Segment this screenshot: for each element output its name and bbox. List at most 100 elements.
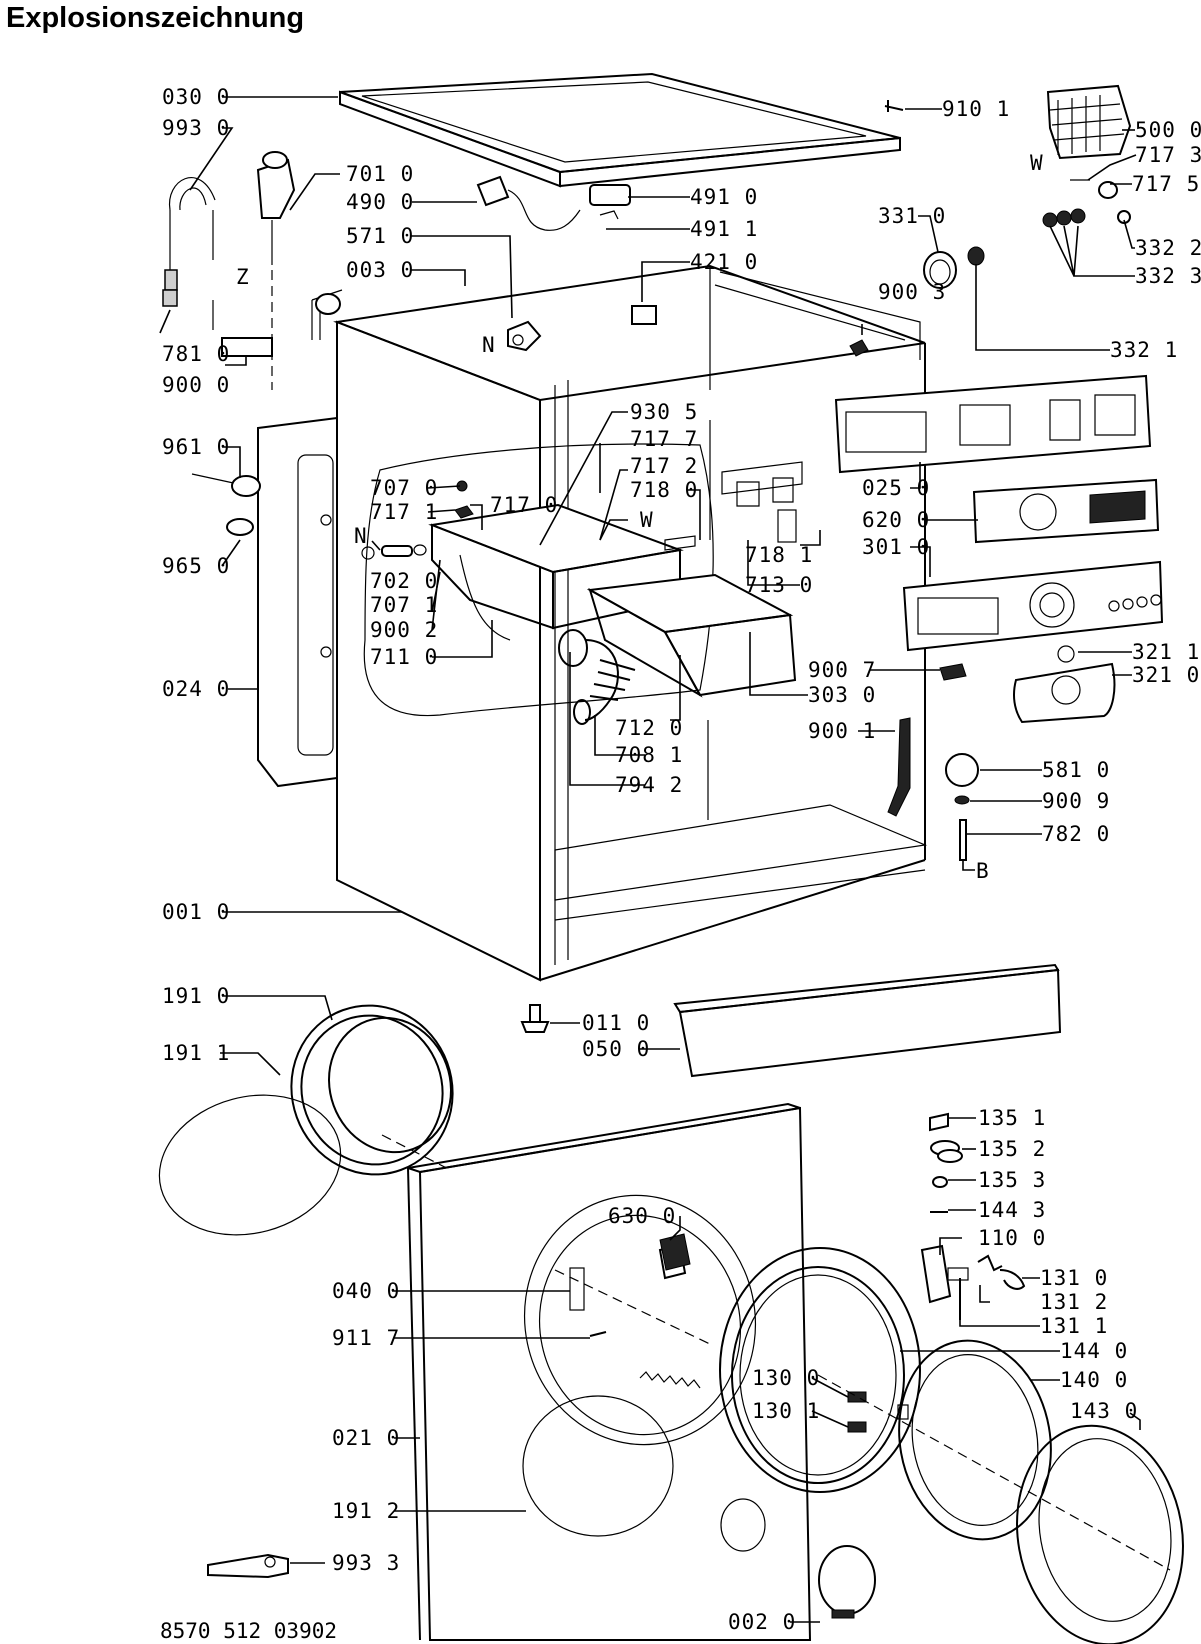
part-label: 718 0 (630, 478, 698, 502)
part-label: 491 1 (690, 217, 758, 241)
ref-letter: Z (236, 265, 250, 289)
part-label: 191 2 (332, 1499, 400, 1523)
service-tool-part (207, 1553, 289, 1579)
part-label: 003 0 (346, 258, 414, 282)
part-label: 332 1 (1110, 338, 1178, 362)
part-label: 900 1 (808, 719, 876, 743)
door-ring-part (1016, 1424, 1184, 1644)
door-glass-part (817, 1339, 1171, 1571)
part-label: 025 0 (862, 476, 930, 500)
part-label: 717 0 (490, 493, 558, 517)
shock-absorber-part (191, 473, 261, 536)
part-label: 135 1 (978, 1106, 1046, 1130)
handle-part (920, 1244, 969, 1304)
ref-letter: N (354, 524, 368, 548)
part-label: 900 9 (1042, 789, 1110, 813)
catch-parts (959, 1254, 1026, 1320)
hinge-small-parts (929, 1112, 963, 1213)
ref-letter: W (640, 508, 654, 532)
part-label: 910 1 (942, 97, 1010, 121)
part-label: 711 0 (370, 645, 438, 669)
relay-part (631, 305, 657, 325)
part-label: 030 0 (162, 85, 230, 109)
part-label: 331 0 (878, 204, 946, 228)
part-label: 490 0 (346, 190, 414, 214)
top-cover-part (339, 72, 901, 188)
electronic-module-part (972, 478, 1160, 544)
ref-letter: N (482, 333, 496, 357)
part-label: 965 0 (162, 554, 230, 578)
leader-lines (159, 96, 1141, 1623)
part-label: 131 2 (1040, 1290, 1108, 1314)
part-label: 332 3 (1135, 264, 1201, 288)
inlet-parts (162, 151, 343, 390)
part-label: 135 2 (978, 1137, 1046, 1161)
part-label: 900 7 (808, 658, 876, 682)
part-label: 900 2 (370, 618, 438, 642)
part-label: 130 1 (752, 1399, 820, 1423)
part-label: 001 0 (162, 900, 230, 924)
part-label: 911 7 (332, 1326, 400, 1350)
mains-lead-part (476, 175, 581, 231)
part-label: 993 0 (162, 116, 230, 140)
clip-part (454, 505, 474, 519)
suppressor-part (589, 184, 631, 220)
clip-part (939, 663, 967, 681)
clip-part (849, 339, 869, 357)
part-label: 717 7 (630, 427, 698, 451)
screw-part (589, 1331, 607, 1337)
door-spring-part (639, 1371, 701, 1389)
part-label: 050 0 (582, 1037, 650, 1061)
part-label: 421 0 (690, 250, 758, 274)
part-label: 702 0 (370, 569, 438, 593)
part-label: 011 0 (582, 1011, 650, 1035)
door-seal-part (158, 1004, 471, 1236)
part-label: 140 0 (1060, 1368, 1128, 1392)
knob-plate-part (1013, 645, 1116, 724)
dispenser-box-part (428, 503, 684, 641)
drawer-part (586, 573, 797, 698)
part-label: 718 1 (745, 543, 813, 567)
part-label: 707 0 (370, 476, 438, 500)
ref-letter: W (1030, 151, 1044, 175)
control-panel-frame-part (834, 374, 1152, 474)
part-label: 701 0 (346, 162, 414, 186)
part-label: 993 3 (332, 1551, 400, 1575)
ref-letter: B (976, 859, 990, 883)
part-label: 620 0 (862, 508, 930, 532)
knob-part (923, 246, 985, 289)
part-label: 131 1 (1040, 1314, 1108, 1338)
part-label: 321 1 (1132, 640, 1200, 664)
reference-letters: Z N N W W B (236, 151, 1044, 883)
part-label: 900 3 (878, 280, 946, 304)
page-title: Explosionszeichnung (6, 2, 305, 34)
part-label: 717 1 (370, 500, 438, 524)
part-label: 040 0 (332, 1279, 400, 1303)
pipe-part (361, 544, 427, 560)
fascia-panel-part (902, 560, 1164, 652)
part-label: 303 0 (808, 683, 876, 707)
part-label: 930 5 (630, 400, 698, 424)
part-label: 717 5 (1132, 172, 1200, 196)
sensor-part (945, 753, 979, 861)
document-number: 8570 512 03902 (160, 1619, 337, 1643)
part-label: 110 0 (978, 1226, 1046, 1250)
part-label: 581 0 (1042, 758, 1110, 782)
part-label: 717 3 (1135, 143, 1201, 167)
part-label: 144 3 (978, 1198, 1046, 1222)
part-label: 713 0 (745, 573, 813, 597)
part-label: 782 0 (1042, 822, 1110, 846)
part-label: 191 0 (162, 984, 230, 1008)
part-label: 130 0 (752, 1366, 820, 1390)
part-label: 500 0 (1135, 118, 1201, 142)
foot-part (520, 1004, 550, 1033)
part-label: 571 0 (346, 224, 414, 248)
filter-cover-part (818, 1545, 876, 1619)
door-latch-part (659, 1233, 691, 1271)
part-label: 900 0 (162, 373, 230, 397)
part-label: 191 1 (162, 1041, 230, 1065)
part-labels: 030 0 993 0 701 0 490 0 571 0 003 0 491 … (162, 85, 1201, 1634)
part-label: 707 1 (370, 593, 438, 617)
front-panel-part (407, 1102, 812, 1641)
